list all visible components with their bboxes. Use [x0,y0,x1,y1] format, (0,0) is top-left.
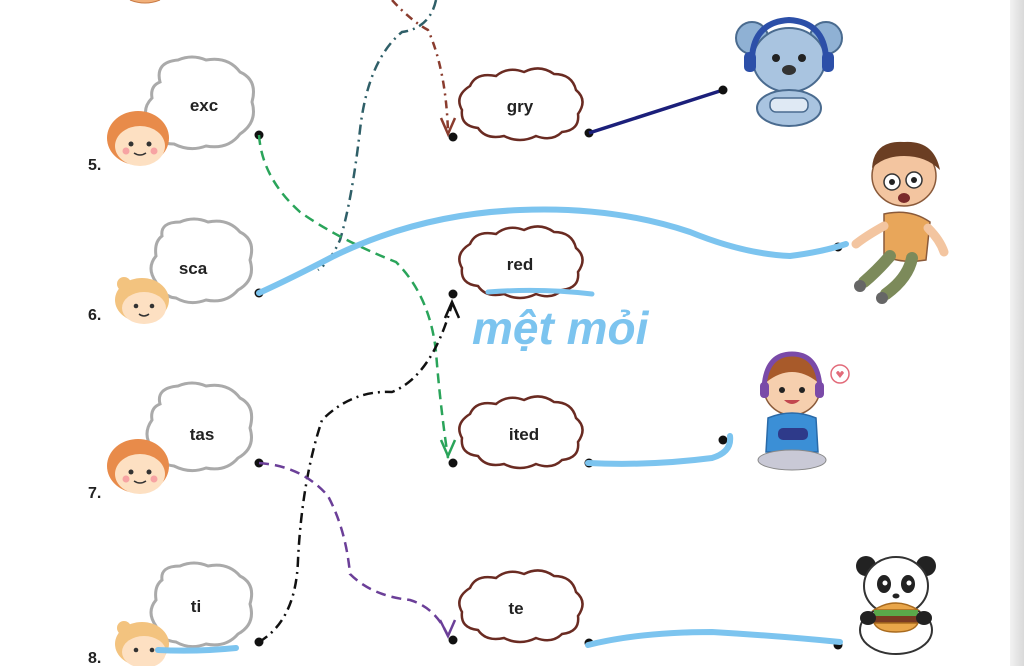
word-start-7: tas [190,425,215,444]
ending-word-te: te [508,599,523,618]
ending-left-dot-ited[interactable] [448,458,458,468]
ending-cloud-red: red [448,225,584,300]
connector-line-green [257,134,450,459]
row-6: sca 6. [88,217,264,324]
ink-stroke-sca-scared [256,206,849,296]
heart-icon [836,371,844,378]
picture-panda-burger [856,556,936,655]
ending-word-red: red [507,255,533,274]
page-edge-shadow [1010,0,1024,666]
word-start-5: exc [190,96,218,115]
speech-bubble-8 [149,561,254,649]
picture-koala-gamer [735,16,843,127]
partial-child-face-top [129,0,161,4]
connector-line-purple [258,461,450,637]
ending-cloud-ited: ited [448,395,594,470]
child-icon-5 [107,111,169,166]
picture-scared-boy [851,141,949,304]
handwritten-annotation: mệt mỏi [472,302,650,354]
row-5: exc 5. [88,55,264,174]
child-icon-7 [107,439,169,494]
picture-dot-gamer-kid[interactable] [718,435,728,445]
ending-left-dot-gry[interactable] [448,132,458,142]
row-number-7: 7. [88,485,101,502]
speech-bubble-6 [149,217,254,305]
ending-cloud-te: te [448,569,594,648]
row-number-5: 5. [88,157,101,174]
arrow-head-purple [438,619,457,639]
row-number-8: 8. [88,650,101,666]
ending-word-ited: ited [509,425,539,444]
row-7: tas 7. [88,381,264,502]
ending-cloud-gry: gry [448,67,594,142]
connector-line-navy [588,88,724,135]
word-start-6: sca [179,259,208,278]
ink-stroke-ited-gamer [585,433,734,467]
ink-stroke-te-panda [585,628,843,648]
word-start-8: ti [191,597,201,616]
connector-line-brown [391,0,450,133]
picture-happy-gamer-kid [757,351,850,471]
handwritten-ink-layer: mệt mỏi [155,206,849,654]
arrow-head-brown [439,117,457,138]
arrow-head-green [439,439,457,460]
child-icon-8 [115,621,169,668]
connector-line-black [258,303,454,644]
connector-line-teal [317,0,438,272]
ink-stroke-ti [155,645,239,654]
arrow-head-black [443,298,461,319]
ending-left-dot-red[interactable] [448,289,458,299]
row-number-6: 6. [88,307,101,324]
ending-word-gry: gry [507,97,534,116]
ending-left-dot-te[interactable] [448,635,458,645]
picture-dot-koala[interactable] [718,85,728,95]
speech-bubble-7 [145,381,254,473]
row-8: ti 8. [88,561,264,668]
child-icon-6 [115,277,169,324]
ink-stroke-red-underline [485,287,595,297]
